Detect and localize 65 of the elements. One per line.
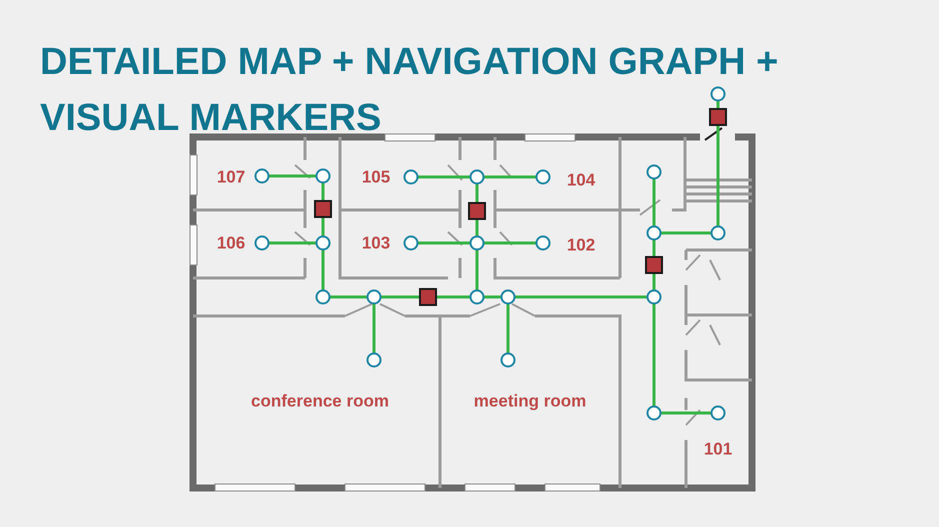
graph-node [710,86,726,102]
graph-node [710,226,726,240]
graph-node [710,406,726,420]
room-label: 106 [216,232,246,254]
graph-edge [716,126,720,226]
graph-node [316,236,330,250]
graph-node [254,168,270,184]
graph-edge [322,218,324,236]
room-label: 107 [216,166,246,188]
graph-edge [652,304,656,406]
graph-node [404,236,418,250]
visual-marker [314,200,332,218]
graph-edge [515,296,647,298]
room-label: 102 [566,234,596,256]
graph-edge [652,240,656,256]
graph-edge [269,174,316,178]
graph-node [646,164,662,180]
room-label: 101 [704,438,732,460]
visual-marker [709,108,727,126]
visual-marker [645,256,663,274]
graph-edge [716,101,720,108]
graph-node [500,290,516,304]
graph-node [536,170,550,184]
graph-node [316,290,330,304]
graph-edge [661,412,711,414]
graph-node [470,236,484,250]
graph-node [470,170,484,184]
graph-edge [652,274,656,290]
room-label: conference room [251,390,389,412]
room-label: meeting room [474,390,586,412]
graph-edge [484,296,501,298]
graph-edge [476,184,478,202]
graph-edge [437,296,470,298]
visual-marker [419,288,437,306]
graph-edge [418,176,470,178]
graph-edge [418,242,470,244]
visual-marker [468,202,486,220]
graph-node [500,352,516,368]
graph-node [470,290,484,304]
graph-edge [372,304,376,353]
graph-node [646,406,662,420]
room-label: 103 [362,232,390,254]
room-label: 104 [566,169,596,192]
graph-node [646,290,662,304]
graph-edge [484,176,536,178]
graph-edge [269,242,316,244]
graph-node [366,352,382,368]
graph-edge [322,183,324,200]
graph-edge [476,220,478,236]
graph-edge [484,242,536,244]
graph-node [646,226,662,240]
graph-edge [652,179,656,226]
graph-edge [330,296,367,298]
graph-edge [661,232,711,234]
graph-node [366,290,382,304]
graph-node [254,236,270,250]
graph-edge [506,304,510,353]
graph-node [316,168,330,184]
graph-edge [381,296,419,298]
graph-edge [476,250,478,290]
title: DETAILED MAP + NAVIGATION GRAPH + VISUAL MARKERS [40,40,780,141]
graph-node [404,170,418,184]
graph-node [536,236,550,250]
room-label: 105 [362,166,390,188]
graph-edge [322,250,324,290]
